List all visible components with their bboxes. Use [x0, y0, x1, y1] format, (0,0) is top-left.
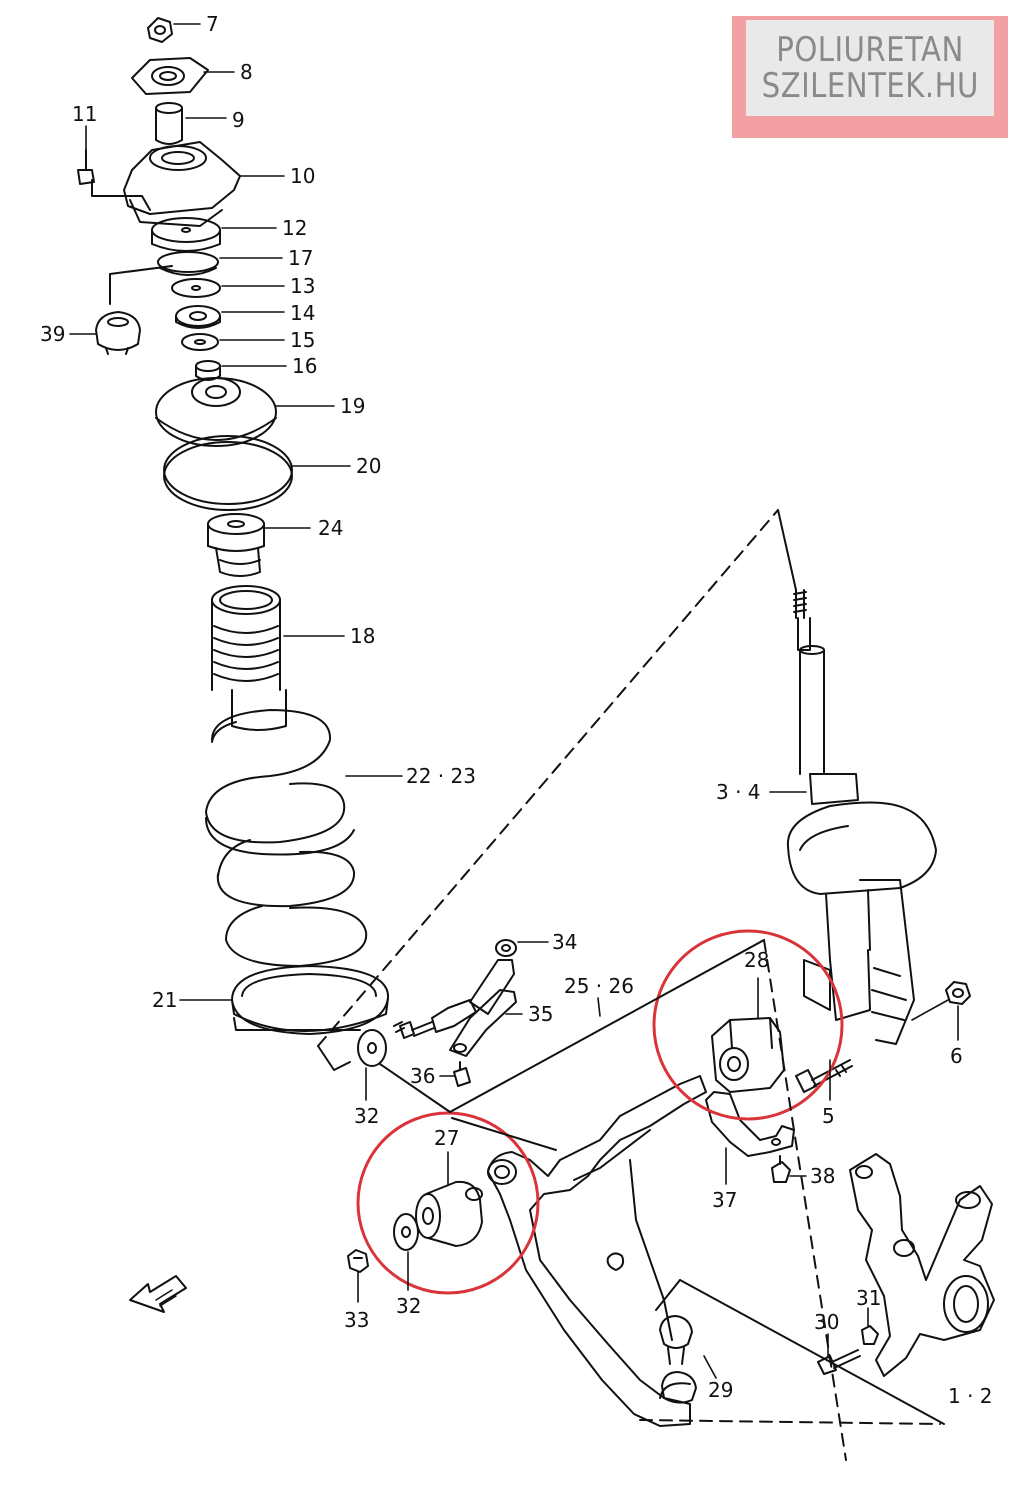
spring-insulator-20 — [163, 435, 293, 511]
label-35: 35 — [528, 1002, 553, 1026]
label-29: 29 — [708, 1378, 733, 1402]
label-22-23: 22 · 23 — [406, 764, 476, 788]
bushing-14 — [175, 305, 221, 329]
highlight-circle-bushing-27 — [356, 1111, 540, 1295]
watermark-line-2: SZILENTEK.HU — [761, 66, 979, 106]
steering-knuckle-1-2 — [849, 1153, 995, 1377]
washer-15 — [181, 333, 219, 351]
watermark-logo: POLIURETAN SZILENTEK.HU — [732, 16, 1008, 138]
part-labels: 7 8 9 10 11 12 17 13 14 15 16 39 19 20 2… — [40, 12, 993, 1408]
highlight-circle-bushing-28 — [652, 929, 844, 1121]
upper-spring-seat-19 — [155, 377, 277, 447]
label-11: 11 — [72, 102, 97, 126]
ball-joint-29 — [659, 1315, 697, 1404]
leader-39-bracket — [109, 265, 173, 305]
label-1-2: 1 · 2 — [948, 1384, 993, 1408]
label-3-4: 3 · 4 — [716, 780, 761, 804]
label-18: 18 — [350, 624, 375, 648]
label-5: 5 — [822, 1104, 835, 1128]
washer-12 — [151, 217, 221, 252]
label-30: 30 — [814, 1310, 839, 1334]
bolt-30 — [817, 1349, 861, 1375]
nut-7 — [147, 17, 173, 43]
bracket-37 — [705, 1091, 795, 1157]
label-24: 24 — [318, 516, 343, 540]
stabilizer-link-34 — [393, 939, 517, 1039]
label-33: 33 — [344, 1308, 369, 1332]
stabilizer-bracket-35 — [449, 989, 517, 1057]
label-27: 27 — [434, 1126, 459, 1150]
label-17: 17 — [288, 246, 313, 270]
shock-absorber-3-4 — [786, 589, 937, 1045]
label-39: 39 — [40, 322, 65, 346]
label-32-lower: 32 — [396, 1294, 421, 1318]
bolt-36 — [453, 1061, 471, 1087]
label-9: 9 — [232, 108, 245, 132]
bolt-5 — [795, 1059, 853, 1093]
spacer-tube-9 — [155, 102, 183, 145]
label-20: 20 — [356, 454, 381, 478]
label-37: 37 — [712, 1188, 737, 1212]
bolt-38 — [771, 1155, 791, 1183]
label-15: 15 — [290, 328, 315, 352]
washer-32-upper — [357, 1029, 387, 1067]
label-13: 13 — [290, 274, 315, 298]
strut-support-10 — [123, 141, 241, 227]
label-16: 16 — [292, 354, 317, 378]
label-19: 19 — [340, 394, 365, 418]
label-38: 38 — [810, 1164, 835, 1188]
front-direction-arrow-icon — [129, 1275, 187, 1313]
label-25-26: 25 · 26 — [564, 974, 634, 998]
washer-13 — [171, 278, 221, 298]
label-6: 6 — [950, 1044, 963, 1068]
lower-control-arm-25-26 — [487, 1075, 707, 1427]
nut-31 — [861, 1325, 879, 1345]
watermark-line-1: POLIURETAN — [776, 30, 964, 70]
bolt-11 — [77, 149, 151, 211]
label-31: 31 — [856, 1286, 881, 1310]
leader-lines — [69, 23, 959, 1379]
label-8: 8 — [240, 60, 253, 84]
ring-17 — [157, 251, 219, 276]
lower-spring-seat-21 — [231, 965, 390, 1035]
bushing-28 — [711, 1017, 785, 1093]
bushing-27 — [415, 1180, 483, 1247]
assembly-lines — [317, 509, 945, 1461]
bump-stop-16 — [195, 360, 221, 381]
bump-rubber-39 — [95, 311, 141, 355]
label-32-upper: 32 — [354, 1104, 379, 1128]
label-14: 14 — [290, 301, 315, 325]
nut-33 — [347, 1249, 369, 1273]
dust-boot-18 — [211, 585, 287, 731]
washer-32-lower — [393, 1213, 419, 1251]
strut-mount-plate-8 — [131, 57, 209, 95]
coil-spring-22-23 — [205, 709, 368, 967]
label-7: 7 — [206, 12, 219, 36]
label-21: 21 — [152, 988, 177, 1012]
label-34: 34 — [552, 930, 577, 954]
label-36: 36 — [410, 1064, 435, 1088]
nut-6 — [945, 981, 971, 1005]
label-12: 12 — [282, 216, 307, 240]
label-10: 10 — [290, 164, 315, 188]
bump-stopper-24 — [207, 513, 265, 577]
label-28: 28 — [744, 948, 769, 972]
